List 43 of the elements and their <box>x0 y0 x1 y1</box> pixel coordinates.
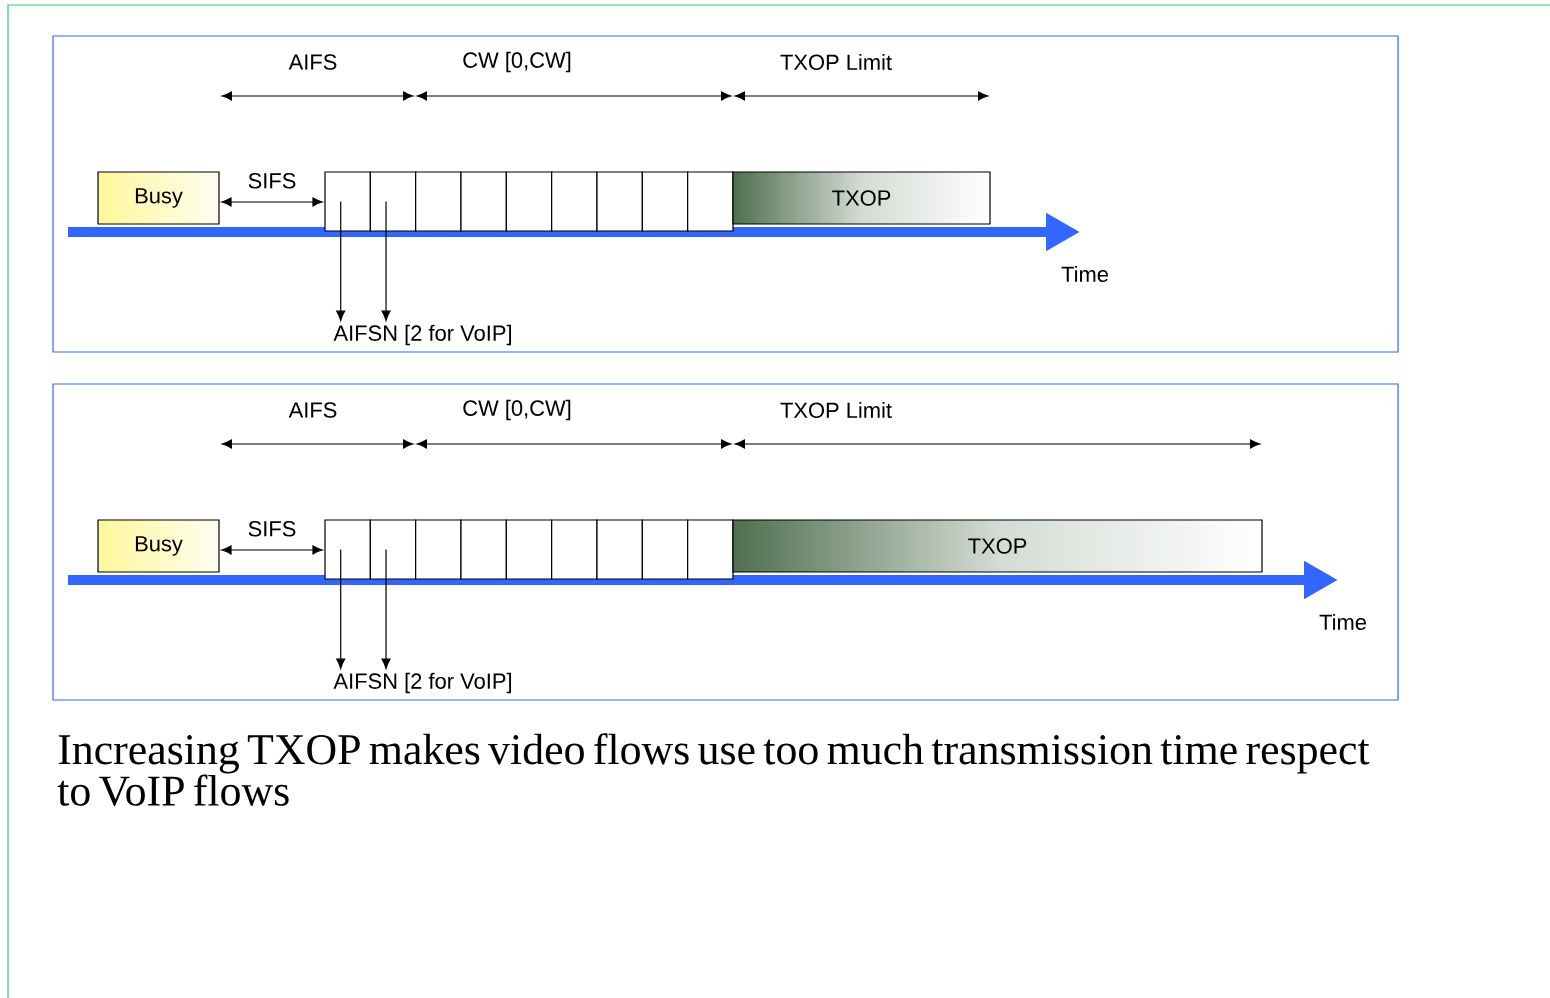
busy-box: Busy <box>97 519 220 573</box>
dimension-label: TXOP Limit <box>780 53 892 71</box>
slot-box <box>596 171 643 232</box>
panel-box <box>52 383 1399 701</box>
busy-box: Busy <box>97 171 220 225</box>
slot-box <box>551 519 598 580</box>
txop-box: TXOP <box>732 519 1263 573</box>
dimension-label: CW [0,CW] <box>463 399 571 421</box>
arrow <box>381 200 391 321</box>
txop-box: TXOP <box>732 171 991 225</box>
dimension-label: TXOP Limit <box>780 401 892 419</box>
arrow <box>336 200 346 321</box>
edge-label: SIFS <box>246 520 298 538</box>
slot-box <box>460 171 507 232</box>
dimension-label: AIFS <box>288 402 337 418</box>
dimension-label: AIFS <box>288 54 337 70</box>
slot-box <box>687 519 734 580</box>
caption-text: Increasing TXOP makes video flows use too much transmission time respect to VoIP flows <box>57 733 1370 807</box>
arrow <box>381 548 391 669</box>
slot-box <box>687 171 734 232</box>
axis-label: Time <box>1061 265 1108 283</box>
slot-box <box>596 519 643 580</box>
slot-box <box>505 519 553 580</box>
slot-box <box>505 171 553 232</box>
slot-box <box>324 171 371 232</box>
aifsn-label: AIFSN [2 for VoIP] <box>333 672 511 694</box>
axis-label: Time <box>1319 613 1366 631</box>
sifs-arrow <box>221 197 323 207</box>
dimension-label: CW [0,CW] <box>463 51 571 73</box>
slot-box <box>415 171 462 232</box>
slot-box <box>415 519 462 580</box>
slot-box <box>369 171 417 232</box>
panel-box <box>52 35 1399 353</box>
slot-box <box>551 171 598 232</box>
edge-label: SIFS <box>246 172 298 190</box>
sifs-arrow <box>221 545 323 555</box>
slot-box <box>460 519 507 580</box>
slot-box <box>369 519 417 580</box>
slot-box <box>324 519 371 580</box>
aifsn-label: AIFSN [2 for VoIP] <box>333 324 511 346</box>
slot-box <box>641 171 689 232</box>
arrow <box>336 548 346 669</box>
slot-box <box>641 519 689 580</box>
